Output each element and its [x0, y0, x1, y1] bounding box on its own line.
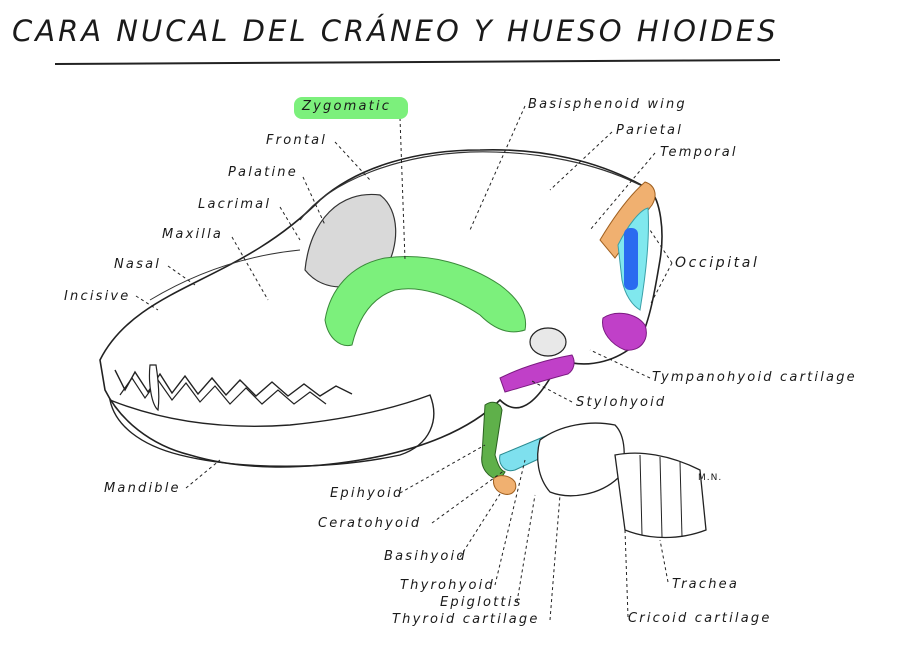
- leader-occipital: [649, 262, 673, 306]
- thyroid-cartilage: [537, 422, 625, 497]
- leader-lacrimal: [279, 206, 301, 241]
- label-parietal: Parietal: [616, 123, 684, 138]
- label-trachea: Trachea: [672, 577, 739, 592]
- leader-mandible: [185, 459, 221, 489]
- leader-basisphenoid: [469, 105, 526, 231]
- leader-epiglottis: [516, 494, 536, 603]
- label-basisphenoid-wing: Basisphenoid wing: [528, 97, 687, 112]
- trachea-ring: [659, 456, 663, 538]
- leader-basihyoid: [459, 493, 501, 558]
- trachea-ring: [639, 454, 643, 536]
- upper-teeth: [114, 369, 353, 397]
- tympanic-bulla: [529, 327, 567, 357]
- basihyoid-bone: [493, 475, 517, 495]
- label-tympanohyoid-cartilage: Tympanohyoid cartilage: [652, 370, 857, 385]
- label-maxilla: Maxilla: [162, 227, 224, 242]
- label-thyroid-cartilage: Thyroid cartilage: [392, 612, 540, 627]
- leader-trachea: [659, 539, 669, 583]
- canine-tooth: [148, 364, 160, 412]
- label-palatine: Palatine: [228, 165, 298, 180]
- page-title: CARA NUCAL DEL CRÁNEO Y HUESO HIOIDES: [12, 14, 779, 48]
- nasal-line: [149, 249, 301, 301]
- leader-temporal: [589, 152, 656, 231]
- epihyoid-bone: [481, 401, 506, 481]
- leader-frontal: [334, 141, 371, 181]
- leader-thyroid: [549, 494, 561, 621]
- stylohyoid-bone: [499, 354, 575, 393]
- label-thyrohyoid: Thyrohyoid: [400, 578, 495, 593]
- lower-teeth: [119, 376, 327, 405]
- leader-incisive: [135, 295, 159, 311]
- zygomatic-arch: [324, 256, 527, 347]
- artist-signature: M.N.: [698, 473, 723, 483]
- leader-tympanohyoid: [589, 349, 651, 379]
- leader-nasal: [167, 265, 196, 286]
- leader-lines: [135, 105, 673, 621]
- occipital-blue: [624, 228, 638, 290]
- label-incisive: Incisive: [64, 289, 131, 304]
- tympanohyoid-cartilage: [602, 312, 647, 351]
- zygomatic-highlight: [294, 97, 408, 119]
- leader-occipital: [649, 229, 673, 264]
- mandible-outline: [109, 394, 435, 467]
- leader-parietal: [549, 131, 613, 191]
- label-stylohyoid: Stylohyoid: [576, 395, 667, 410]
- label-zygomatic: Zygomatic: [302, 99, 392, 114]
- leader-palatine: [302, 176, 326, 226]
- label-mandible: Mandible: [104, 481, 181, 496]
- label-lacrimal: Lacrimal: [198, 197, 272, 212]
- trachea-ring: [679, 461, 683, 538]
- label-cricoid-cartilage: Cricoid cartilage: [628, 611, 772, 626]
- leader-cricoid: [624, 529, 629, 618]
- leader-maxilla: [231, 236, 269, 301]
- label-temporal: Temporal: [660, 145, 738, 160]
- title-underline: [54, 59, 781, 65]
- label-epihyoid: Epihyoid: [330, 486, 404, 501]
- label-occipital: Occipital: [675, 255, 760, 271]
- leader-epihyoid: [399, 444, 486, 494]
- leader-zygomatic: [399, 117, 406, 261]
- cranium-arch: [299, 151, 641, 221]
- label-ceratohyoid: Ceratohyoid: [318, 516, 422, 531]
- label-frontal: Frontal: [266, 133, 328, 148]
- leader-stylohyoid: [529, 379, 573, 403]
- label-epiglottis: Epiglottis: [440, 595, 523, 610]
- label-basihyoid: Basihyoid: [384, 549, 467, 564]
- label-nasal: Nasal: [114, 257, 162, 272]
